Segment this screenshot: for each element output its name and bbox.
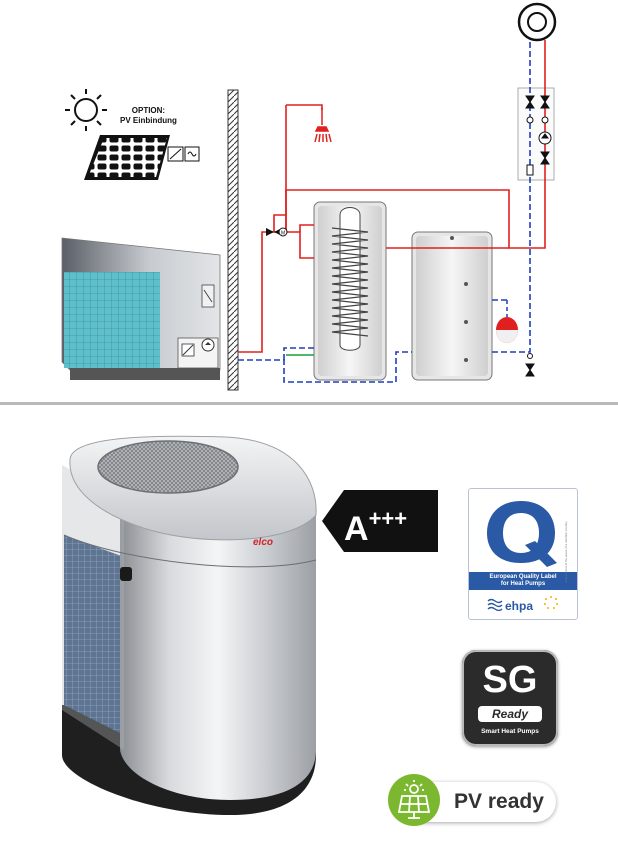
quality-band-line1: European Quality Label: [489, 574, 557, 580]
quality-q-icon: [487, 501, 557, 567]
sg-ready-badge: SG Ready Smart Heat Pumps: [462, 650, 558, 746]
energy-rating-letter: A: [344, 510, 369, 548]
option-label: OPTION: PV Einbindung: [120, 106, 177, 126]
quality-side-text: valid in most of the areas of a member c…: [564, 521, 568, 583]
mixing-valve-icon: M: [266, 227, 288, 237]
product-brand-logo: elco: [253, 537, 274, 548]
pv-ready-badge: PV ready: [388, 774, 556, 826]
sg-ready-subtitle: Smart Heat Pumps: [481, 728, 539, 735]
dhw-storage-tank: [313, 201, 387, 381]
flow-lines: [238, 40, 546, 353]
energy-rating-plus: +++: [368, 506, 408, 531]
hydraulic-diagram: M: [61, 2, 557, 391]
sg-ready-pill: Ready: [478, 706, 542, 722]
building-wall: [227, 89, 239, 391]
option-title: OPTION:: [131, 106, 166, 115]
expansion-vessel-icon: [496, 300, 518, 343]
pv-ready-label: PV ready: [454, 790, 544, 813]
quality-band-line2: for Heat Pumps: [500, 581, 546, 587]
shower-icon: [314, 108, 332, 143]
ehpa-brand: ehpa: [505, 599, 534, 613]
ehpa-quality-label: European Quality Label for Heat Pumps eh…: [468, 488, 578, 620]
energy-rating: A+++: [344, 492, 407, 556]
sun-icon: [65, 89, 107, 131]
ehpa-wave-icon: [487, 598, 503, 611]
inverter-icon: [167, 146, 200, 162]
heating-circuit-icon: [517, 2, 557, 42]
pv-panel-icon: [84, 135, 170, 180]
heat-pump-product-image: [62, 435, 317, 815]
buffer-storage-tank: [411, 231, 493, 381]
sg-ready-title: SG: [482, 659, 538, 701]
outdoor-heat-pump-icon: [61, 237, 221, 380]
quality-band: European Quality Label for Heat Pumps: [469, 572, 577, 590]
eu-stars-icon: [544, 596, 558, 609]
return-lines: [238, 40, 531, 383]
section-divider: [0, 402, 618, 405]
option-subtitle: PV Einbindung: [120, 116, 177, 125]
solar-panel-icon: [388, 774, 440, 826]
energy-label-arrow: [322, 490, 438, 552]
pump-icons: [525, 95, 552, 377]
svg-text:M: M: [281, 231, 285, 237]
